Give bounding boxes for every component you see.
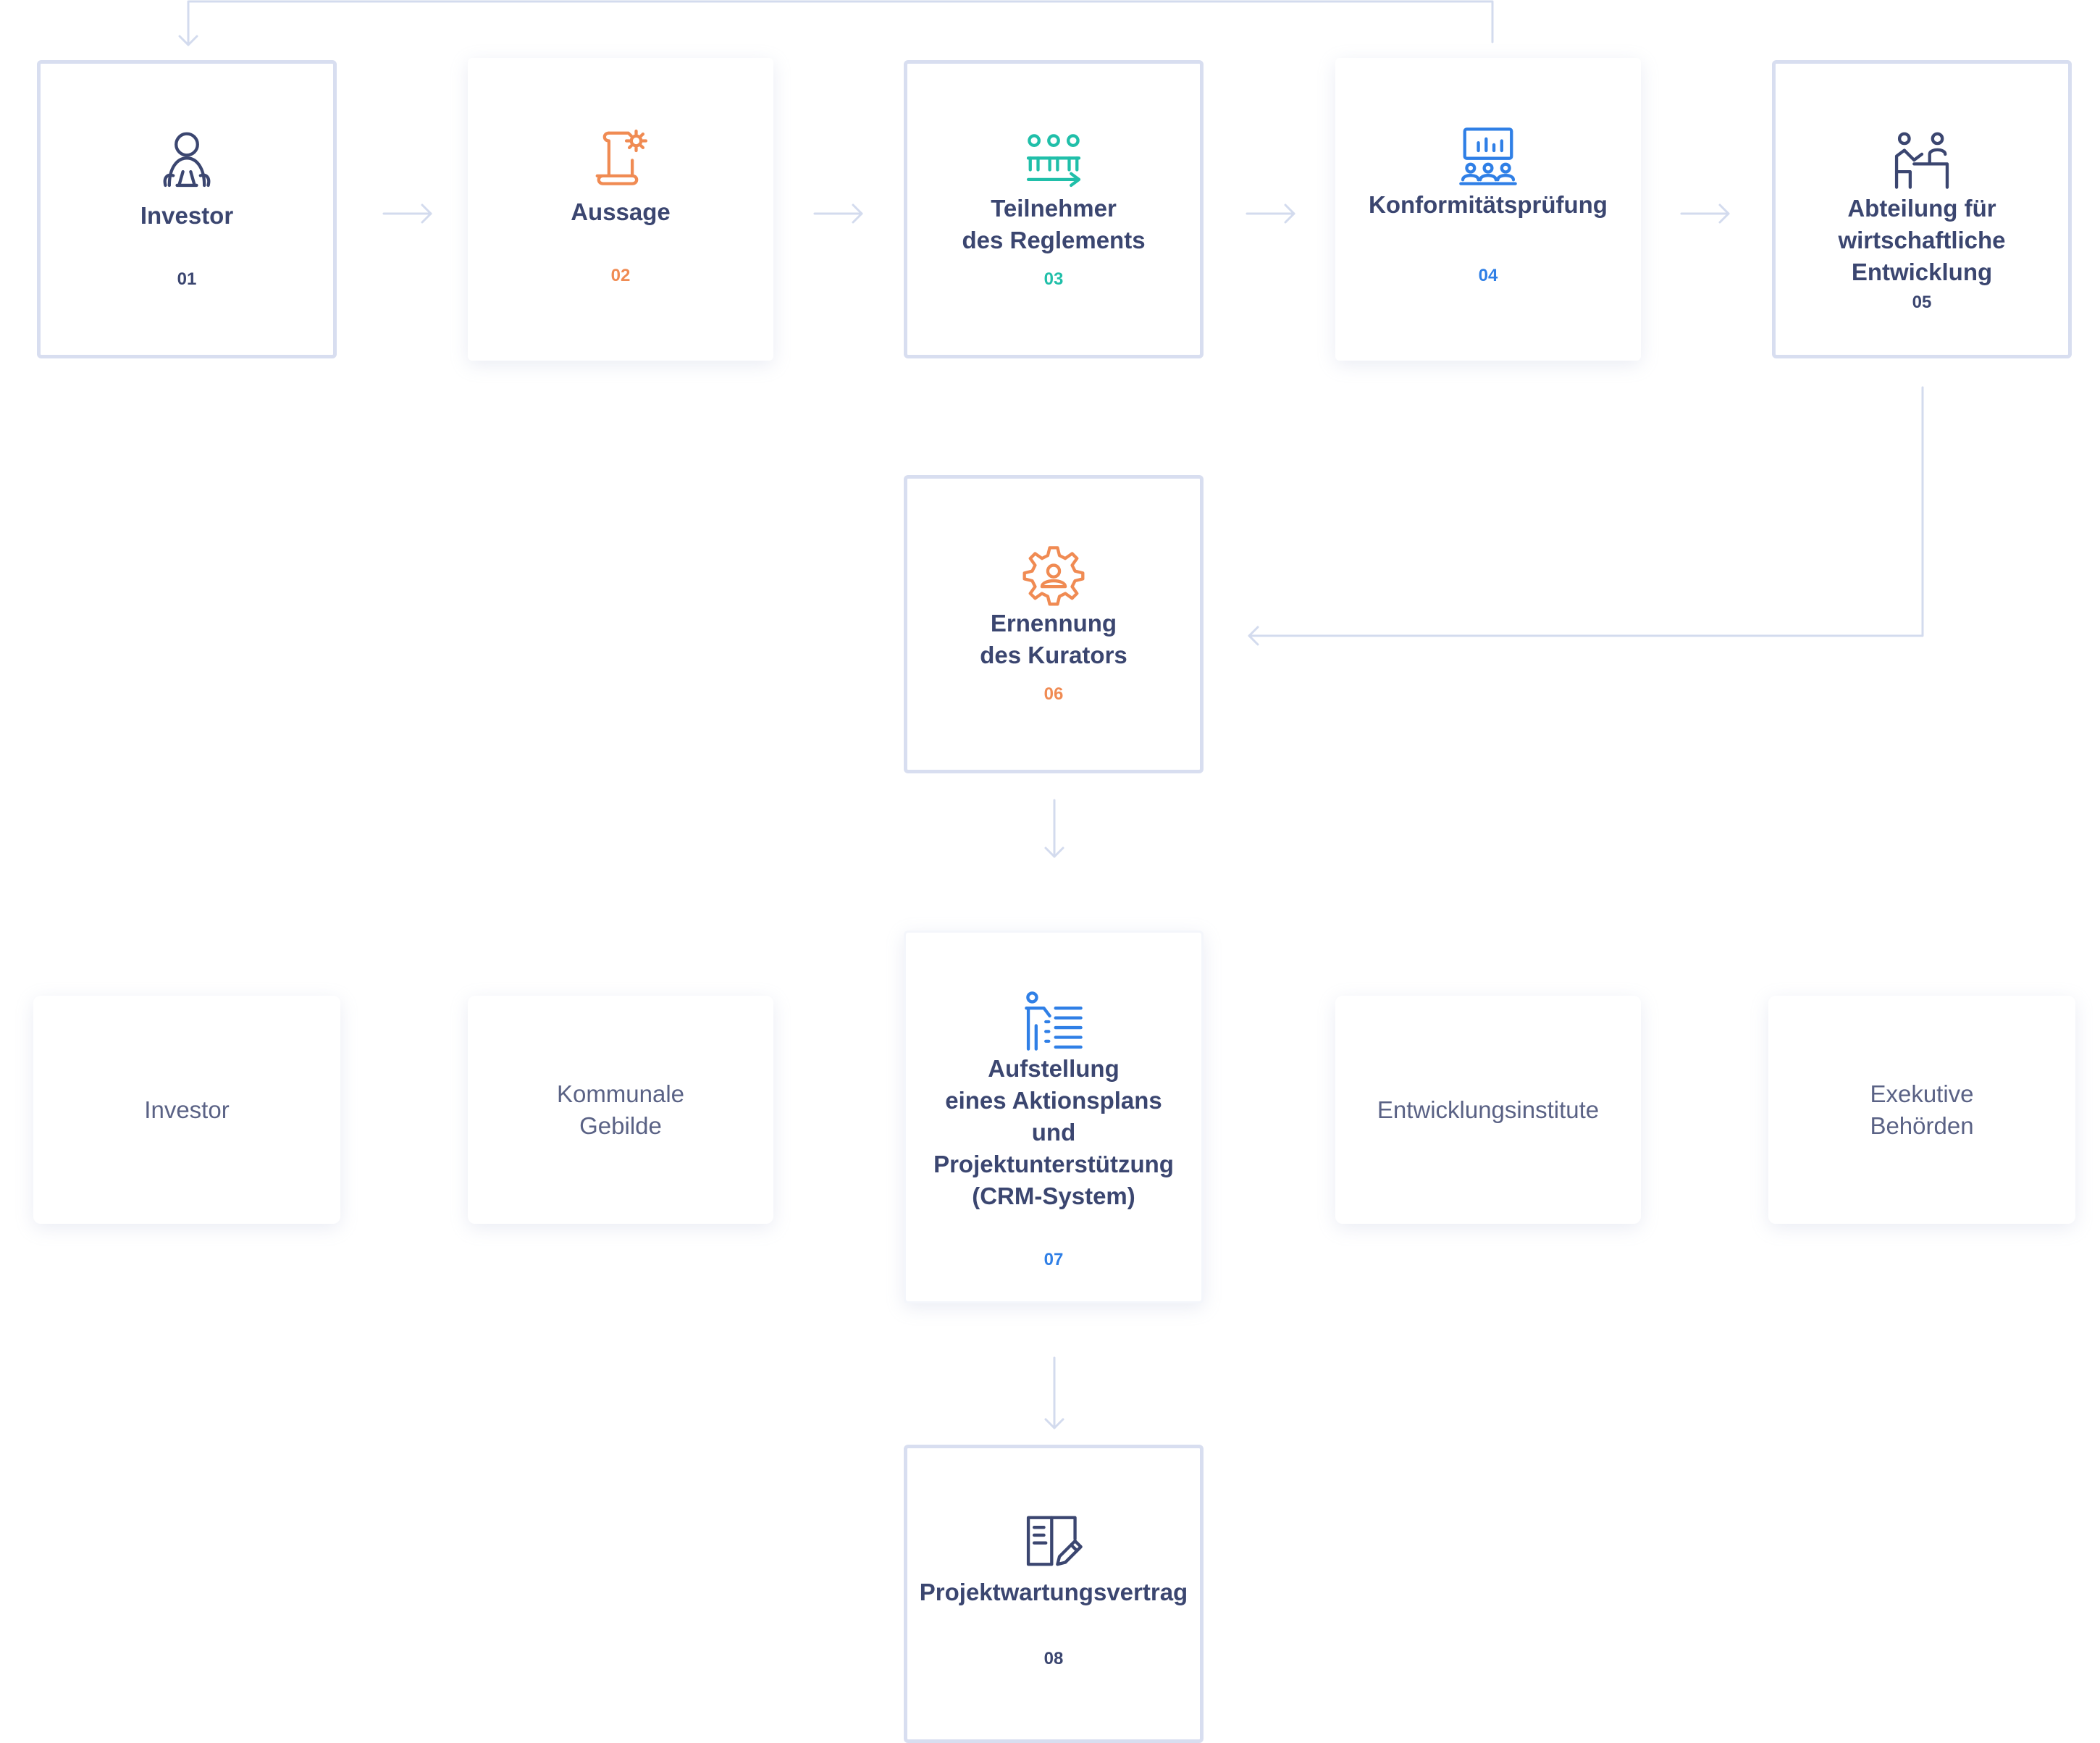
- arrow-02-03: [813, 203, 863, 224]
- step-title: Investor: [140, 202, 234, 229]
- arrow-04-05: [1680, 203, 1730, 224]
- step-card-06: Ernennung des Kurators 06: [904, 475, 1204, 773]
- arrow-07-08: [1044, 1356, 1064, 1429]
- step-card-04: Konformitätsprüfung 04: [1335, 58, 1641, 361]
- person-checklist-icon: [1022, 991, 1085, 1053]
- stakeholder-card-investor: Investor: [33, 996, 340, 1224]
- step-title: Aufstellung eines Aktionsplans und Proje…: [933, 1055, 1174, 1209]
- step-number: 03: [1043, 269, 1064, 289]
- step-card-02: Aussage 02: [468, 58, 773, 361]
- step-title: Konformitätsprüfung: [1369, 191, 1608, 218]
- arrowhead-down-01: [178, 35, 198, 46]
- step-number: 06: [1043, 684, 1064, 704]
- office-desk-icon: [1891, 129, 1953, 191]
- step-card-05: Abteilung für wirtschaftliche Entwicklun…: [1772, 60, 2072, 358]
- stakeholder-card-exekutive-behoerden: Exekutive Behörden: [1768, 996, 2075, 1224]
- stakeholder-card-kommunale-gebilde: Kommunale Gebilde: [468, 996, 773, 1224]
- step-card-03: Teilnehmer des Reglements 03: [904, 60, 1204, 358]
- arrow-03-04: [1246, 203, 1295, 224]
- investor-icon: [156, 129, 218, 191]
- step-title: Projektwartungsvertrag: [919, 1579, 1188, 1605]
- loop-connector-04-01: [187, 0, 1494, 46]
- step-card-07: Aufstellung eines Aktionsplans und Proje…: [904, 931, 1204, 1303]
- book-pen-icon: [1022, 1510, 1085, 1572]
- step-number: 05: [1912, 293, 1932, 312]
- team-icon: [1022, 129, 1085, 191]
- arrowhead-left-06: [1248, 626, 1259, 646]
- step-number: 07: [1043, 1250, 1064, 1269]
- step-title: Abteilung für wirtschaftliche Entwicklun…: [1838, 195, 2006, 285]
- stakeholder-card-entwicklungsinstitute: Entwicklungsinstitute: [1335, 996, 1641, 1224]
- step-number: 08: [1043, 1649, 1064, 1668]
- connector-05-06: [1248, 386, 1924, 637]
- arrow-06-07: [1044, 799, 1064, 858]
- step-number: 04: [1478, 266, 1498, 285]
- presentation-audience-icon: [1457, 125, 1519, 188]
- step-title: Teilnehmer des Reglements: [962, 195, 1146, 253]
- step-title: Aussage: [571, 198, 671, 225]
- arrow-01-02: [382, 203, 432, 224]
- gear-person-icon: [1022, 544, 1085, 606]
- document-gear-icon: [589, 125, 652, 188]
- step-title: Ernennung des Kurators: [980, 610, 1127, 668]
- step-card-01: Investor 01: [37, 60, 337, 358]
- step-card-08: Projektwartungsvertrag 08: [904, 1445, 1204, 1743]
- step-number: 02: [610, 266, 631, 285]
- step-number: 01: [177, 269, 197, 289]
